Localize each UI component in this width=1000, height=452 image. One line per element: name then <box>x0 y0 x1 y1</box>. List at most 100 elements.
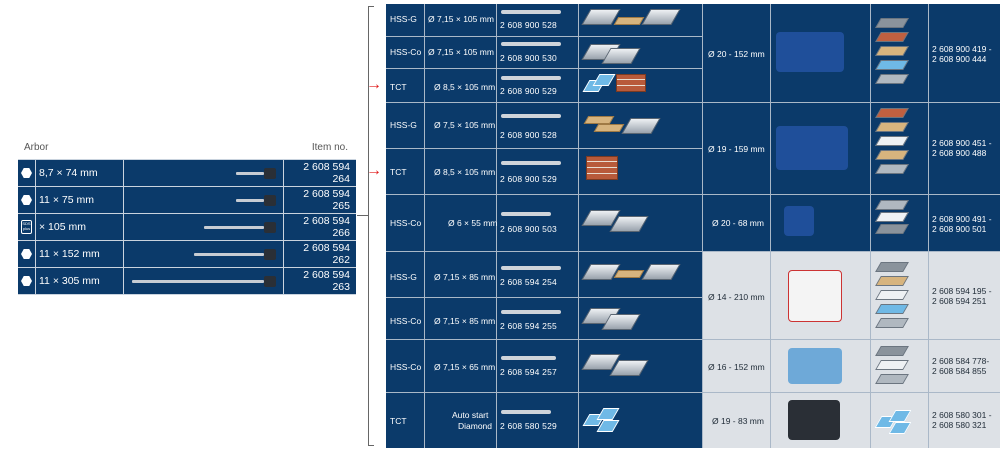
drill-size: Ø 7,15 × 65 mm <box>434 362 496 372</box>
arbor-table: 8,7 × 74 mm 2 608 594 264 11 × 75 mm 2 6… <box>18 159 356 295</box>
holesaw-image <box>788 270 842 322</box>
drill-bit-image <box>501 161 561 165</box>
holesaw-image <box>788 400 840 440</box>
arbor-row: 11 × 152 mm 2 608 594 262 <box>18 241 356 268</box>
drill-size: Diamond <box>458 421 493 431</box>
arbor-item-no: 2 608 594 265 <box>303 188 350 212</box>
arbor-image <box>124 187 284 213</box>
drill-type: HSS-G <box>390 120 417 130</box>
holesaw-image <box>784 206 814 236</box>
drill-item-no: 2 608 580 529 <box>500 421 557 431</box>
hex-shank-icon <box>21 195 32 205</box>
arbor-size: 11 × 305 mm <box>36 268 124 294</box>
holesaw-item-no: 2 608 900 451 - <box>932 138 992 148</box>
drill-bit-image <box>501 212 551 216</box>
holesaw-range: Ø 19 - 83 mm <box>712 416 764 426</box>
arbor-row: 11 × 75 mm 2 608 594 265 <box>18 187 356 214</box>
drill-type: HSS-G <box>390 272 417 282</box>
drill-item-no: 2 608 900 528 <box>500 130 557 140</box>
holesaw-item-no: 2 608 594 195 - <box>932 286 992 296</box>
drill-type: TCT <box>390 82 407 92</box>
drill-item-no: 2 608 900 530 <box>500 53 557 63</box>
arbor-row: SDS plus × 105 mm 2 608 594 266 <box>18 214 356 241</box>
drill-type: HSS-G <box>390 14 417 24</box>
drill-item-no: 2 608 900 528 <box>500 20 557 30</box>
arbor-row: 11 × 305 mm 2 608 594 263 <box>18 268 356 295</box>
drill-size: Ø 7,15 × 85 mm <box>434 316 496 326</box>
arrow-right-icon: → <box>366 162 382 179</box>
arbor-header-label: Arbor <box>24 142 49 153</box>
drill-size: Ø 6 × 55 mm <box>448 218 498 228</box>
drill-bit-image <box>501 356 556 360</box>
arbor-row: 8,7 × 74 mm 2 608 594 264 <box>18 160 356 187</box>
holesaw-item-no: 2 608 584 778- <box>932 356 990 366</box>
holesaw-item-no: 2 608 580 321 <box>932 420 987 430</box>
drill-size: Ø 7,15 × 105 mm <box>428 14 494 24</box>
bracket-line <box>368 6 374 446</box>
grey-panel <box>702 251 1000 448</box>
drill-type: TCT <box>390 167 407 177</box>
drill-item-no: 2 608 594 254 <box>500 277 557 287</box>
holesaw-range: Ø 20 - 68 mm <box>712 218 764 228</box>
drill-size: Auto start <box>452 410 489 420</box>
drill-bit-image <box>501 310 561 314</box>
holesaw-range: Ø 20 - 152 mm <box>708 49 765 59</box>
drill-item-no: 2 608 900 529 <box>500 86 557 96</box>
arbor-image <box>124 268 284 294</box>
arbor-image <box>124 160 284 186</box>
hex-shank-icon <box>21 276 32 286</box>
holesaw-item-no: 2 608 580 301 - <box>932 410 992 420</box>
holesaw-item-no: 2 608 900 491 - <box>932 214 992 224</box>
holesaw-image <box>776 126 848 170</box>
arrow-right-icon: → <box>366 76 382 93</box>
holesaw-table: HSS-G Ø 7,15 × 105 mm 2 608 900 528 HSS-… <box>386 4 1000 448</box>
drill-size: Ø 7,15 × 105 mm <box>428 47 494 57</box>
arbor-item-no: 2 608 594 263 <box>303 269 350 293</box>
drill-size: Ø 8,5 × 105 mm <box>434 167 496 177</box>
drill-bit-image <box>501 76 561 80</box>
holesaw-item-no: 2 608 900 501 <box>932 224 987 234</box>
arbor-item-no: 2 608 594 262 <box>303 242 350 266</box>
drill-type: HSS-Co <box>390 47 422 57</box>
holesaw-image <box>788 348 842 384</box>
holesaw-item-no: 2 608 584 855 <box>932 366 987 376</box>
hex-shank-icon <box>21 168 32 178</box>
drill-bit-image <box>501 266 561 270</box>
arbor-size: × 105 mm <box>36 214 124 240</box>
drill-type: HSS-Co <box>390 218 422 228</box>
drill-type: HSS-Co <box>390 316 422 326</box>
arbor-image <box>124 214 284 240</box>
holesaw-image <box>776 32 844 72</box>
drill-type: HSS-Co <box>390 362 422 372</box>
drill-bit-image <box>501 114 561 118</box>
item-no-header-label: Item no. <box>311 142 348 153</box>
holesaw-item-no: 2 608 900 419 - <box>932 44 992 54</box>
arbor-item-no: 2 608 594 266 <box>303 215 350 239</box>
drill-bit-image <box>501 410 551 414</box>
arbor-size: 8,7 × 74 mm <box>36 160 124 186</box>
arbor-item-no: 2 608 594 264 <box>303 161 350 185</box>
drill-bit-image <box>501 42 561 46</box>
drill-type: TCT <box>390 416 407 426</box>
drill-size: Ø 7,5 × 105 mm <box>434 120 496 130</box>
holesaw-item-no: 2 608 900 488 <box>932 148 987 158</box>
arbor-size: 11 × 75 mm <box>36 187 124 213</box>
holesaw-range: Ø 14 - 210 mm <box>708 292 765 302</box>
drill-item-no: 2 608 900 503 <box>500 224 557 234</box>
holesaw-range: Ø 16 - 152 mm <box>708 362 765 372</box>
hex-shank-icon <box>21 249 32 259</box>
drill-item-no: 2 608 594 257 <box>500 367 557 377</box>
arbor-image <box>124 241 284 267</box>
drill-item-no: 2 608 900 529 <box>500 174 557 184</box>
connector-line <box>357 215 368 216</box>
holesaw-range: Ø 19 - 159 mm <box>708 144 765 154</box>
drill-item-no: 2 608 594 255 <box>500 321 557 331</box>
arbor-header: Arbor Item no. <box>18 142 356 159</box>
drill-bit-image <box>501 10 561 14</box>
drill-size: Ø 8,5 × 105 mm <box>434 82 496 92</box>
drill-size: Ø 7,15 × 85 mm <box>434 272 496 282</box>
holesaw-item-no: 2 608 594 251 <box>932 296 987 306</box>
holesaw-item-no: 2 608 900 444 <box>932 54 987 64</box>
arbor-size: 11 × 152 mm <box>36 241 124 267</box>
sds-plus-icon: SDS plus <box>21 220 32 234</box>
